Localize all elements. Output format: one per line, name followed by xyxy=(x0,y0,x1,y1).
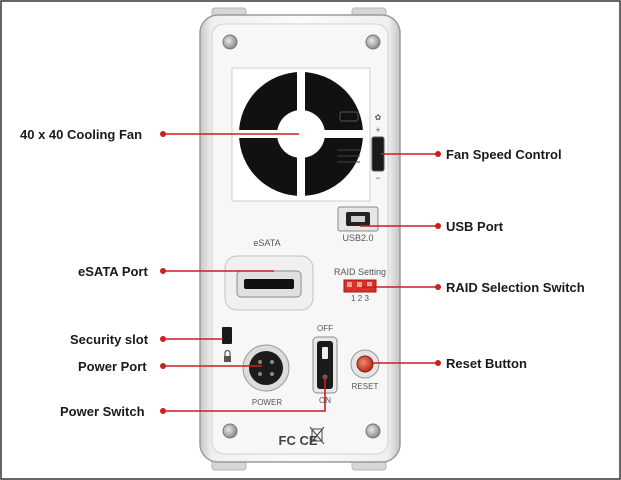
callout-raid-selection-switch: RAID Selection Switch xyxy=(446,280,585,295)
callout-cooling-fan: 40 x 40 Cooling Fan xyxy=(20,127,142,142)
fan-minus-label: − xyxy=(375,173,380,183)
callout-power-port: Power Port xyxy=(78,359,147,374)
fan-icon xyxy=(231,67,371,202)
power-label: POWER xyxy=(252,398,282,407)
fan-plus-label: + xyxy=(375,125,380,135)
fan-speed-icon: ✿ xyxy=(375,113,382,122)
fc-ce-marks: FC CE xyxy=(279,433,318,448)
raid-numbers-label: 1 2 3 xyxy=(351,294,369,303)
power-port[interactable] xyxy=(242,344,290,392)
callout-usb-port: USB Port xyxy=(446,219,504,234)
callout-fan-speed-control: Fan Speed Control xyxy=(446,147,562,162)
reset-button[interactable] xyxy=(350,349,380,379)
screw-icon xyxy=(222,34,381,439)
callout-reset-button: Reset Button xyxy=(446,356,527,371)
usb-label: USB2.0 xyxy=(342,233,373,243)
lock-icon xyxy=(224,349,231,362)
power-switch[interactable] xyxy=(312,336,338,394)
esata-port[interactable] xyxy=(224,255,314,311)
raid-setting-label: RAID Setting xyxy=(334,267,386,277)
leader-power-switch xyxy=(163,376,326,412)
callout-power-switch: Power Switch xyxy=(60,404,145,419)
raid-selection-switch[interactable] xyxy=(343,279,377,293)
security-slot[interactable] xyxy=(222,327,232,344)
callout-esata-port: eSATA Port xyxy=(78,264,148,279)
callout-security-slot: Security slot xyxy=(70,332,149,347)
esata-label: eSATA xyxy=(253,238,280,248)
usb-port[interactable] xyxy=(337,206,379,232)
switch-off-label: OFF xyxy=(317,324,333,333)
weee-bin-icon xyxy=(309,426,325,445)
reset-label: RESET xyxy=(352,382,379,391)
